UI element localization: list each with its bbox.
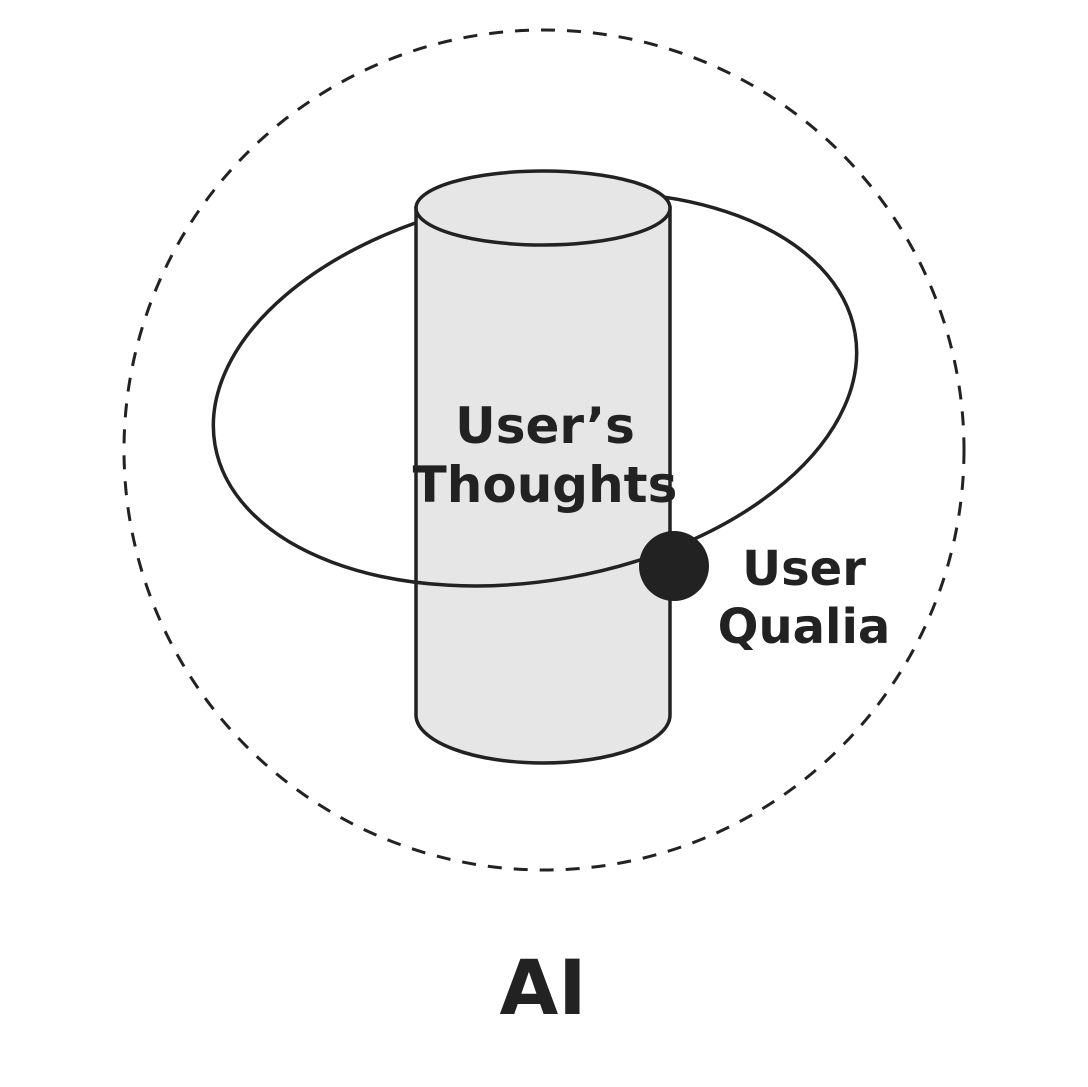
qualia-label-line1: User [742,541,866,597]
cylinder-label-line1: User’s [455,397,635,455]
thoughts-cylinder [414,169,672,765]
qualia-label-line2: Qualia [718,599,891,655]
ai-label: AI [499,943,586,1032]
cylinder-label-line2: Thoughts [413,456,678,514]
cylinder-top [414,169,672,247]
qualia-dot [639,531,709,601]
cylinder-body [414,206,672,765]
ai-boundary-circle [122,28,966,872]
orbit-ellipse-front [213,332,859,588]
